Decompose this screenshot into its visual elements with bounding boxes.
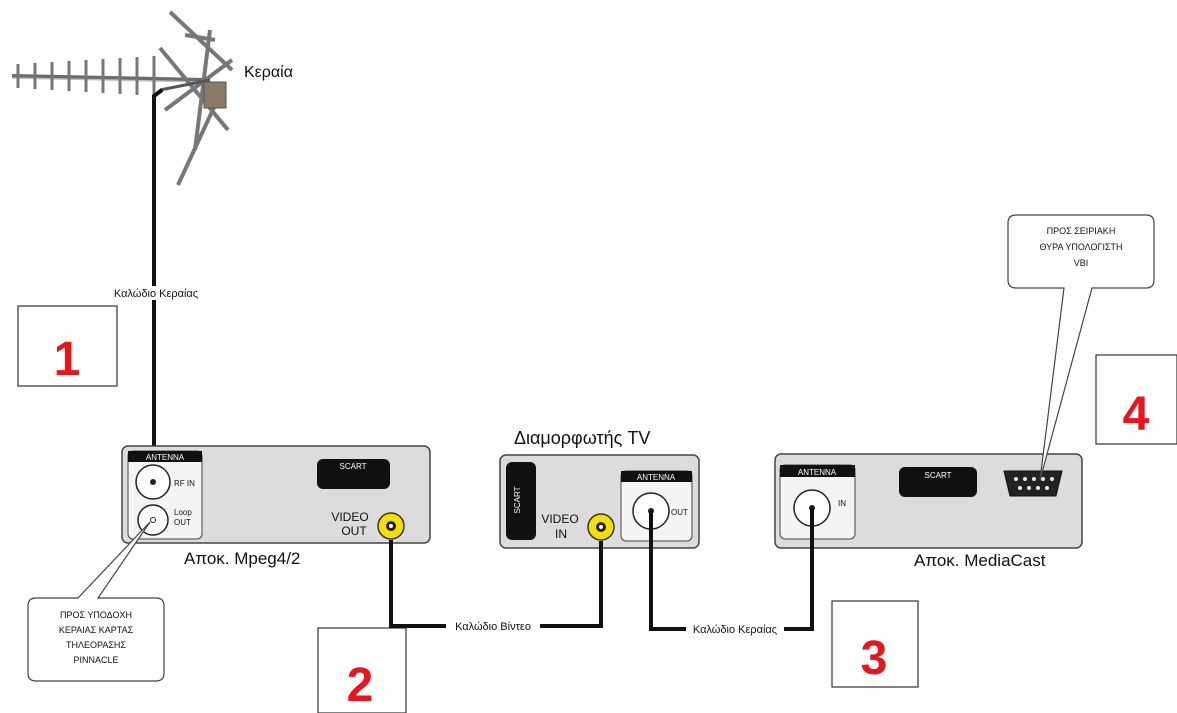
device-tv-modulator: SCART VIDEO IN ANTENNA OUT	[499, 454, 700, 549]
video-in-label-2: IN	[555, 527, 567, 541]
mediacast-in-label: IN	[838, 499, 846, 508]
device1-scart-label: SCART	[340, 462, 367, 471]
step-4-box: 4	[1095, 354, 1177, 445]
video-out-label-2: OUT	[341, 524, 367, 538]
rf-in-label: RF IN	[174, 479, 195, 488]
modulator-out-label: OUT	[671, 508, 688, 517]
callout-serial: ΠΡΟΣ ΣΕΙΡΙΑΚΗ ΘΥΡΑ ΥΠΟΛΟΓΙΣΤΗ VBI	[1007, 214, 1155, 481]
step-1-box: 1	[17, 305, 118, 387]
modulator-scart-label: SCART	[513, 486, 522, 513]
modulator-title: Διαμορφωτής TV	[514, 428, 650, 448]
antenna-cable	[152, 88, 164, 460]
video-in-label-1: VIDEO	[541, 512, 578, 526]
device1-antenna-header: ANTENNA	[146, 453, 185, 462]
loop-out-label-1: Loop	[174, 508, 192, 517]
antenna-cable-2-label: Καλώδιο Κεραίας	[693, 624, 777, 636]
callout-pinnacle: ΠΡΟΣ ΥΠΟΔΟΧΗ ΚΕΡΑΙΑΣ ΚΑΡΤΑΣ ΤΗΛΕΟΡΑΣΗΣ P…	[27, 521, 165, 682]
modulator-scart-port	[506, 462, 536, 540]
device3-title: Αποκ. MediaCast	[914, 551, 1046, 570]
antenna-cable-label: Καλώδιο Κεραίας	[114, 288, 198, 300]
step-2-box: 2	[317, 627, 407, 713]
device1-scart-port	[317, 459, 390, 489]
video-cable	[389, 540, 603, 628]
callout-pinnacle-line2: ΚΕΡΑΙΑΣ ΚΑΡΤΑΣ	[59, 625, 134, 635]
serial-port-icon	[1003, 470, 1063, 497]
callout-pinnacle-line4: PINNACLE	[73, 655, 118, 665]
device3-scart-port	[899, 467, 977, 497]
device-mediacast: ANTENNA IN SCART	[774, 453, 1083, 549]
device1-title: Αποκ. Mpeg4/2	[184, 549, 300, 568]
callout-serial-line2: ΘΥΡΑ ΥΠΟΛΟΓΙΣΤΗ	[1039, 242, 1122, 252]
step-4-number: 4	[1123, 388, 1150, 441]
antenna-label: Κεραία	[244, 64, 293, 81]
device3-scart-label: SCART	[925, 471, 952, 480]
video-out-label-1: VIDEO	[331, 510, 368, 524]
callout-serial-line1: ΠΡΟΣ ΣΕΙΡΙΑΚΗ	[1047, 226, 1116, 236]
callout-pinnacle-line3: ΤΗΛΕΟΡΑΣΗΣ	[66, 640, 126, 650]
device-mpeg-decoder: ANTENNA RF IN Loop OUT SCART VIDEO OUT	[121, 445, 431, 544]
antenna-icon	[11, 10, 234, 186]
step-1-number: 1	[54, 333, 81, 386]
callout-pinnacle-line1: ΠΡΟΣ ΥΠΟΔΟΧΗ	[60, 610, 132, 620]
loop-out-label-2: OUT	[174, 518, 191, 527]
step-3-box: 3	[831, 600, 919, 688]
video-cable-label: Καλώδιο Βίντεο	[455, 621, 531, 633]
step-3-number: 3	[861, 632, 888, 685]
modulator-antenna-header: ANTENNA	[637, 473, 676, 482]
device3-antenna-header: ANTENNA	[798, 468, 837, 477]
callout-serial-line3: VBI	[1074, 258, 1089, 268]
step-2-number: 2	[347, 659, 374, 712]
